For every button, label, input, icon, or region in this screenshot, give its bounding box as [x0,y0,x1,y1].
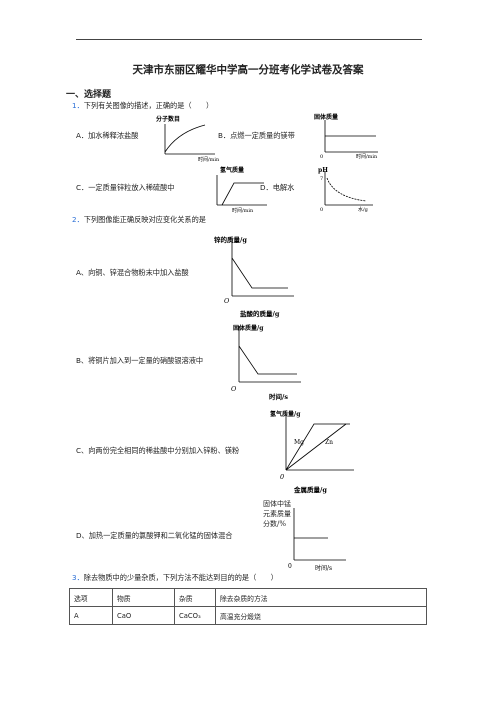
q1-option-a: A．加水稀释浓盐酸 [76,131,139,140]
question-text: 除去物质中的少量杂质，下列方法不能达到目的的是（ ） [83,573,278,582]
q1-graph-d: pH 7 0 水/g [318,167,373,213]
q1-option-c: C．一定质量锌粒放入稀硫酸中 [76,183,175,192]
x-axis-label: 盐酸的质量/g [240,309,280,318]
q2-option-b: B、将铜片加入到一定量的硝酸银溶液中 [76,356,204,365]
q2-graph-a: 锌的质量/g O 盐酸的质量/g [214,235,294,318]
x-axis-label: 金属质量/g [293,485,327,494]
curve [231,257,288,289]
curve [326,177,367,202]
q1-graph-b: 固体质量 0 时间/min [314,113,378,160]
question-1: 1．下列有关图像的描述，正确的是（ ） [72,101,213,111]
y-tick-label: 7 [320,176,323,182]
x-axis-label: 时间/s [315,564,332,572]
curve [221,182,264,206]
section-heading: 一、选择题 [66,90,112,100]
q2-option-d: D、加热一定质量的氯酸钾和二氧化锰的固体混合 [76,531,233,540]
table-header: 选项 [69,588,113,607]
origin-label: 0 [320,154,323,160]
impurity-table: 选项 物质 杂质 除去杂质的方法 A CaO CaCO₃ 高温充分煅烧 [69,588,427,625]
curve [238,345,297,375]
x-axis-label: 时间/s [269,392,288,401]
origin-label: 0 [288,563,292,570]
x-axis-label: 时间/min [198,156,220,163]
header-rule [76,39,422,40]
table-header-row: 选项 物质 杂质 除去杂质的方法 [69,588,427,607]
table-cell: A [69,606,113,625]
question-number: 3． [72,573,84,582]
question-text: 下列图像能正确反映对应变化关系的是 [83,215,206,224]
y-axis-label: 氢气质量 [220,166,244,174]
q1-option-b: B．点燃一定质量的镁带 [218,131,295,140]
table-row: A CaO CaCO₃ 高温充分煅烧 [69,606,427,625]
q1-option-d: D．电解水 [260,183,295,192]
y-axis-label: 分子数目 [156,115,180,123]
q2-graph-d: 0 时间/s [288,508,346,572]
q2-option-a: A、向铜、锌混合物粉末中加入盐酸 [76,268,189,277]
q2-graph-b: 固体质量/g O 时间/s [231,324,301,401]
table-header: 物质 [112,588,175,607]
question-text: 下列有关图像的描述，正确的是（ ） [83,101,214,110]
page-title: 天津市东丽区耀华中学高一分班考化学试卷及答案 [132,64,364,76]
question-number: 1． [72,101,84,110]
question-number: 2． [72,215,84,224]
y-axis-label: 固体质量/g [233,324,264,332]
q1-graph-a: 分子数目 时间/min [156,115,220,163]
question-2: 2．下列图像能正确反映对应变化关系的是 [72,215,206,225]
y-axis-label: 锌的质量/g [214,235,247,244]
x-axis-label: 时间/min [356,153,378,160]
q2-graph-d-ylabel: 固体中锰元素质量分数/% [263,500,291,528]
y-axis-label: 固体质量 [314,113,338,121]
q2-option-c: C、向两份完全相同的稀盐酸中分别加入锌粉、镁粉 [76,446,240,455]
curve [164,124,206,153]
zn-line [285,423,347,471]
x-axis-label: 时间/min [232,207,254,214]
mg-line [285,423,350,471]
y-axis-label: pH [318,167,328,174]
series-label-zn: Zn [325,439,333,446]
origin-label: O [231,385,237,393]
question-3: 3．除去物质中的少量杂质，下列方法不能达到目的的是（ ） [72,573,278,583]
origin-label: 0 [280,473,284,481]
table-cell: CaO [112,606,175,625]
table-cell: CaCO₃ [174,606,216,625]
origin-label: 0 [320,207,323,213]
table-header: 除去杂质的方法 [215,588,427,607]
q1-graph-c: 氢气质量 时间/min [216,166,267,214]
q2-graph-c: 氢气质量/g Mg Zn 0 金属质量/g [270,410,354,494]
origin-label: O [224,297,230,305]
table-header: 杂质 [174,588,216,607]
y-axis-label: 氢气质量/g [270,410,301,418]
table-cell: 高温充分煅烧 [215,606,427,625]
series-label-mg: Mg [294,439,304,446]
x-axis-label: 水/g [358,206,369,213]
